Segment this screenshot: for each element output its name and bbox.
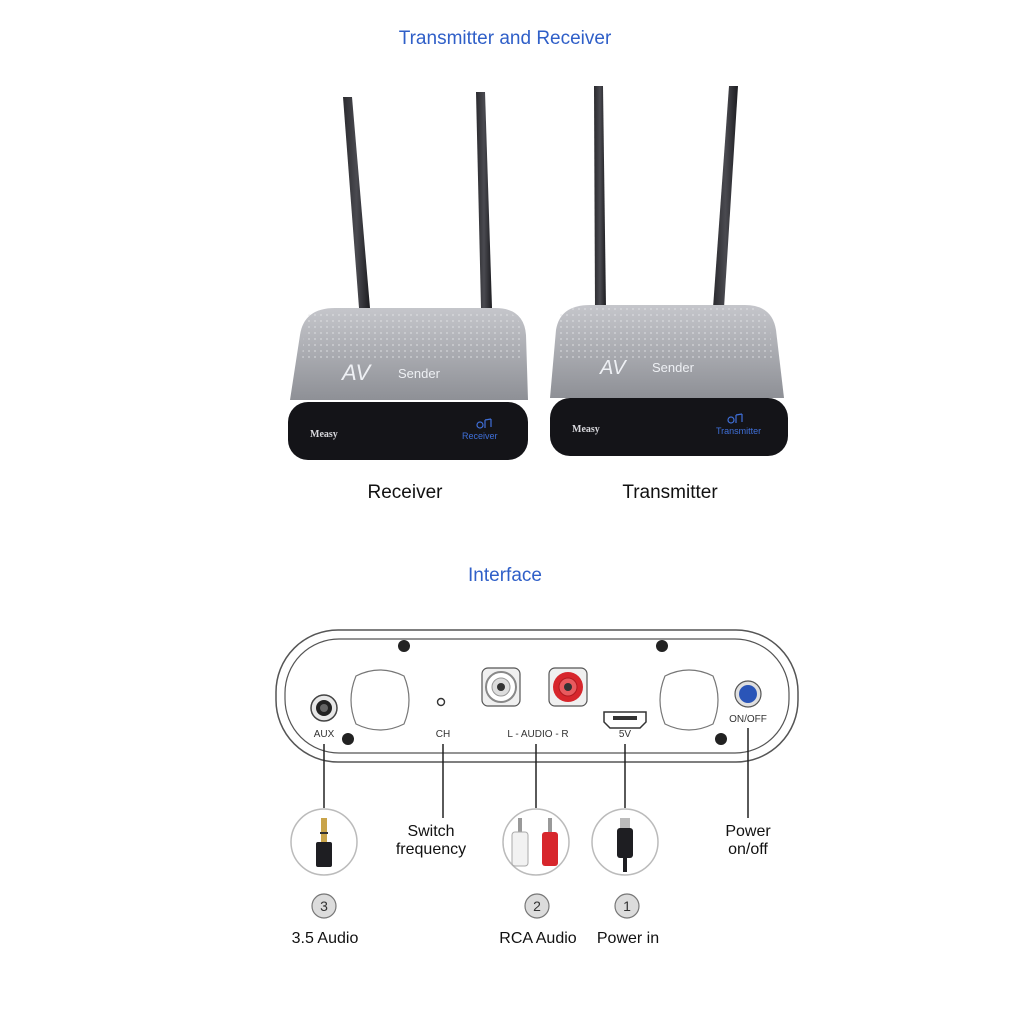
power-label-line2: on/off	[728, 841, 768, 858]
receiver-device: AV Sender Measy Receiver	[288, 92, 528, 460]
receiver-top-subtext: Sender	[398, 366, 441, 381]
screw	[398, 640, 410, 652]
audio-label: L - AUDIO - R	[507, 729, 568, 740]
transmitter-antenna-left	[594, 86, 606, 308]
transmitter-device: AV Sender Measy Transmitter	[550, 86, 788, 456]
rca-audio-label: RCA Audio	[499, 930, 577, 947]
power-label-line1: Power	[725, 823, 771, 840]
aux-label: AUX	[314, 729, 335, 740]
music-note-icon	[727, 413, 743, 424]
rca-left-jack	[481, 667, 521, 707]
switch-label-line1: Switch	[407, 823, 455, 840]
screw	[656, 640, 668, 652]
screw	[342, 733, 354, 745]
screw	[715, 733, 727, 745]
music-note-icon	[476, 418, 492, 429]
svg-text:3: 3	[320, 898, 328, 914]
power-button	[734, 680, 762, 708]
transmitter-front-face	[550, 398, 788, 456]
switch-frequency-label: Switch frequency	[378, 823, 484, 859]
badge-1: 1	[614, 893, 640, 919]
transmitter-face-label: Transmitter	[716, 426, 761, 436]
power-in-label: Power in	[596, 930, 660, 947]
leader-lines	[323, 728, 749, 818]
transmitter-antenna-right	[713, 86, 738, 308]
receiver-label: Receiver	[367, 482, 443, 503]
receiver-antenna-right	[476, 92, 492, 308]
receiver-face-label: Receiver	[462, 431, 498, 441]
badge-3: 3	[311, 893, 337, 919]
badge-2: 2	[524, 893, 550, 919]
transmitter-label: Transmitter	[622, 482, 718, 503]
5v-label: 5V	[619, 729, 632, 740]
svg-text:1: 1	[623, 898, 631, 914]
receiver-antenna-left	[343, 97, 370, 308]
usb-cable-icon	[591, 808, 659, 876]
transmitter-top-subtext: Sender	[652, 360, 695, 375]
onoff-label: ON/OFF	[729, 714, 767, 725]
micro-usb-port	[603, 711, 647, 729]
receiver-brand: Measy	[310, 429, 338, 440]
interface-heading: Interface	[468, 565, 542, 586]
svg-text:2: 2	[533, 898, 541, 914]
ch-label: CH	[436, 729, 450, 740]
switch-label-line2: frequency	[395, 841, 467, 858]
power-onoff-label: Power on/off	[700, 823, 796, 859]
rca-cable-icon	[502, 808, 570, 876]
aux-jack	[310, 694, 338, 722]
aux-plug-icon	[290, 808, 358, 876]
rca-right-jack	[548, 667, 588, 707]
transmitter-top-logo: AV	[599, 357, 627, 379]
top-heading: Transmitter and Receiver	[398, 28, 612, 49]
ch-button	[436, 697, 446, 707]
audio35-label: 3.5 Audio	[291, 930, 359, 947]
receiver-top-logo: AV	[340, 360, 372, 385]
receiver-front-face	[288, 402, 528, 460]
interface-panel: AUX CH L - AUDIO - R 5V ON/OFF	[275, 629, 799, 763]
transmitter-brand: Measy	[572, 424, 600, 435]
